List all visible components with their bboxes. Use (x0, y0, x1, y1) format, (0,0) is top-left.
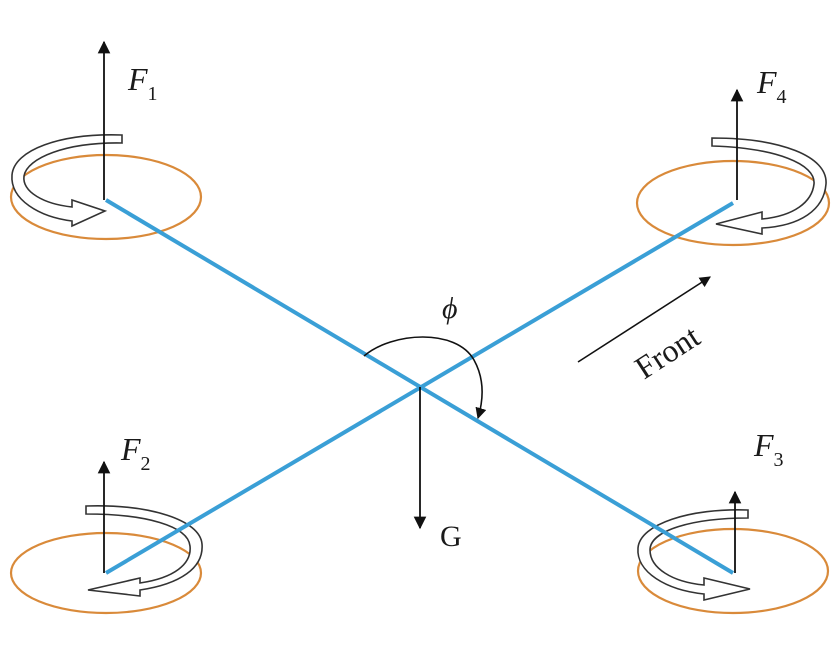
rotor-1-spin-arrow (11, 134, 123, 228)
rotor-2-ring (9, 531, 203, 615)
front-label: Front (628, 318, 706, 386)
rotor-4-ring (635, 159, 831, 247)
force-label-2: F2 (120, 431, 151, 475)
front-direction-arrow (577, 276, 711, 363)
rotor-2 (9, 505, 203, 615)
force-label-3: F3 (753, 427, 784, 471)
force-label-4: F4 (756, 64, 787, 108)
rotor-1-ring (9, 153, 203, 241)
angle-label: ϕ (442, 292, 458, 325)
rotor-3 (636, 509, 830, 615)
rotor-3-ring (636, 527, 830, 615)
rotor-4-spin-arrow (711, 137, 827, 235)
rotor-4 (635, 137, 831, 247)
rotor-1 (9, 134, 203, 241)
gravity-label: G (440, 520, 462, 553)
angle-arc (363, 336, 487, 420)
force-label-1: F1 (127, 61, 158, 105)
rotor-3-spin-arrow (637, 509, 751, 602)
